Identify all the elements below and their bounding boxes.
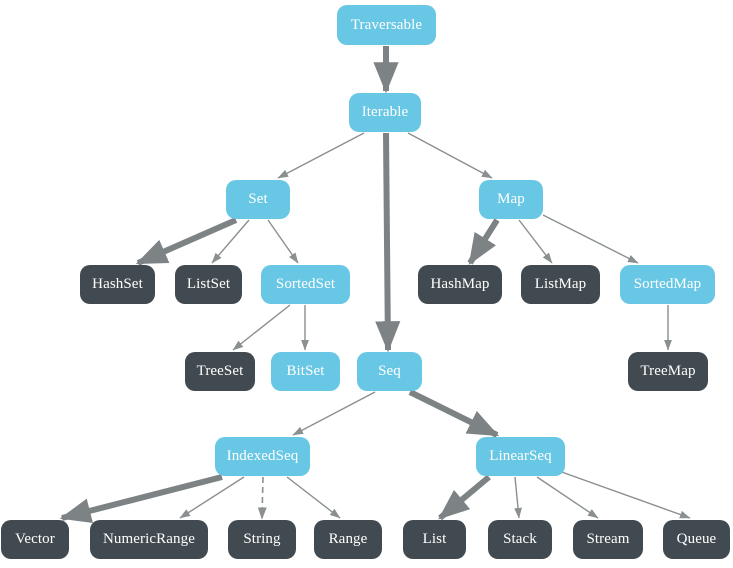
- node-label: Stack: [503, 531, 537, 547]
- edge-indexedseq-to-string: [257, 476, 267, 520]
- node-label: HashMap: [430, 276, 490, 292]
- node-label: Seq: [378, 363, 401, 379]
- node-label: Traversable: [350, 16, 423, 33]
- node-label: LinearSeq: [489, 448, 552, 464]
- node-list[interactable]: List: [403, 520, 466, 559]
- node-traversable[interactable]: Traversable: [337, 5, 436, 45]
- node-listset[interactable]: ListSet: [175, 265, 242, 304]
- edge-set-to-listset: [211, 219, 250, 264]
- node-label: TreeMap: [640, 363, 696, 379]
- edge-seq-to-linearseq: [408, 389, 500, 438]
- node-label: Stream: [586, 531, 630, 547]
- edge-indexedseq-to-numericrange: [179, 476, 245, 519]
- node-sortedset[interactable]: SortedSet: [261, 265, 350, 304]
- node-treeset[interactable]: TreeSet: [185, 352, 255, 391]
- node-vector[interactable]: Vector: [1, 520, 69, 559]
- edge-iterable-to-set: [277, 132, 365, 179]
- node-seq[interactable]: Seq: [357, 352, 422, 391]
- edge-linearseq-to-list: [438, 474, 491, 521]
- node-indexedseq[interactable]: IndexedSeq: [215, 437, 310, 476]
- node-linearseq[interactable]: LinearSeq: [476, 437, 565, 476]
- node-sortedmap[interactable]: SortedMap: [620, 265, 715, 304]
- edge-map-to-listmap: [518, 219, 553, 264]
- node-label: HashSet: [92, 276, 143, 292]
- node-iterable[interactable]: Iterable: [349, 93, 421, 132]
- edge-iterable-to-seq: [375, 132, 401, 353]
- node-label: Map: [497, 191, 525, 207]
- edge-linearseq-to-stream: [536, 476, 599, 519]
- node-string[interactable]: String: [228, 520, 296, 559]
- node-stream[interactable]: Stream: [573, 520, 643, 559]
- node-label: Vector: [15, 531, 55, 547]
- edge-indexedseq-to-range: [286, 476, 341, 519]
- node-label: Set: [248, 191, 268, 207]
- edge-set-to-hashset: [135, 217, 238, 266]
- node-bitset[interactable]: BitSet: [271, 352, 340, 391]
- node-label: Range: [328, 531, 368, 547]
- node-label: String: [243, 531, 281, 547]
- edge-map-to-hashmap: [467, 218, 500, 266]
- node-hashset[interactable]: HashSet: [80, 265, 155, 304]
- edge-linearseq-to-stack: [514, 476, 522, 519]
- node-range[interactable]: Range: [314, 520, 382, 559]
- edge-iterable-to-map: [407, 132, 493, 179]
- node-treemap[interactable]: TreeMap: [628, 352, 708, 391]
- node-stack[interactable]: Stack: [488, 520, 552, 559]
- edge-indexedseq-to-vector: [59, 474, 223, 524]
- node-map[interactable]: Map: [479, 180, 543, 219]
- node-label: IndexedSeq: [226, 448, 299, 464]
- node-label: SortedMap: [633, 276, 702, 292]
- node-label: Iterable: [361, 104, 409, 120]
- edge-set-to-sortedset: [267, 219, 299, 264]
- node-label: NumericRange: [103, 531, 195, 547]
- node-label: BitSet: [286, 363, 325, 379]
- node-label: SortedSet: [275, 276, 336, 292]
- node-set[interactable]: Set: [226, 180, 290, 219]
- node-label: List: [422, 531, 447, 547]
- node-label: ListMap: [534, 276, 587, 292]
- node-queue[interactable]: Queue: [663, 520, 730, 559]
- node-listmap[interactable]: ListMap: [521, 265, 600, 304]
- node-hashmap[interactable]: HashMap: [418, 265, 502, 304]
- edge-map-to-sortedmap: [542, 214, 639, 264]
- edge-seq-to-indexedseq: [292, 391, 376, 436]
- edge-linearseq-to-queue: [555, 469, 691, 519]
- edge-sortedset-to-treeset: [232, 304, 291, 351]
- node-label: ListSet: [186, 276, 231, 292]
- node-numericrange[interactable]: NumericRange: [90, 520, 208, 559]
- node-label: TreeSet: [196, 363, 244, 379]
- node-label: Queue: [676, 531, 717, 547]
